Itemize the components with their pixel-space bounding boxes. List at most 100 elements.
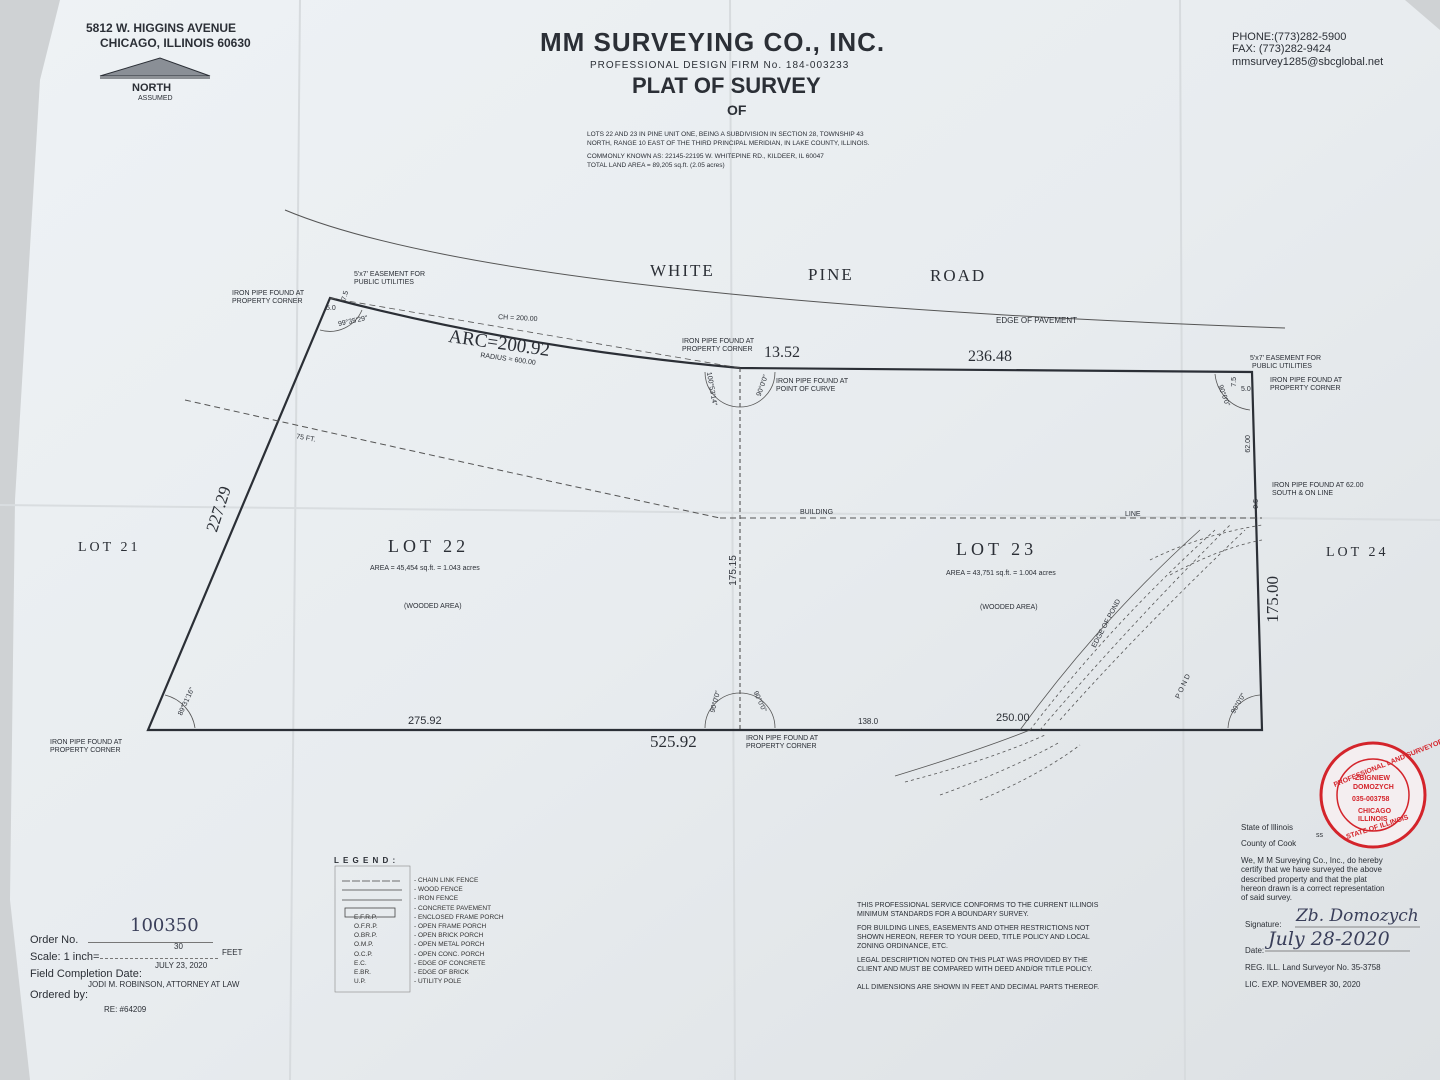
dim-525-92: 525.92	[650, 732, 697, 751]
pipe-ne-1: IRON PIPE FOUND AT	[1270, 377, 1343, 384]
signature-label: Signature:	[1245, 920, 1282, 929]
pipe-nw-1: IRON PIPE FOUND AT	[232, 290, 305, 297]
plat-of: OF	[727, 102, 747, 118]
date-value: July 28-2020	[1268, 928, 1390, 950]
cert-line-2: certify that we have surveyed the above	[1241, 865, 1382, 874]
lot-22-area: AREA = 45,454 sq.ft. = 1.043 acres	[370, 565, 480, 572]
legend-abbr: O.C.P.	[354, 950, 373, 958]
cert-line-4: hereon drawn is a correct representation	[1241, 884, 1385, 893]
easement-right-1: 5'x7' EASEMENT FOR	[1250, 355, 1322, 362]
legend-text: - CHAIN LINK FENCE	[414, 877, 479, 884]
dim-275-92: 275.92	[408, 715, 442, 727]
legend-item: - CHAIN LINK FENCE	[340, 877, 478, 884]
reg-number: REG. ILL. Land Surveyor No. 35-3758	[1245, 963, 1381, 972]
seal-name-1: ZBIGNIEW	[1355, 775, 1390, 782]
pipe-curve-2: POINT OF CURVE	[776, 386, 836, 393]
pipe-mid-1: IRON PIPE FOUND AT	[682, 338, 755, 345]
angle-arc	[1214, 373, 1251, 411]
legend-item: O.BR.P. - OPEN BRICK PORCH	[340, 932, 483, 939]
note-1: THIS PROFESSIONAL SERVICE CONFORMS TO TH…	[857, 902, 1099, 909]
north-arrow-icon	[99, 57, 211, 77]
ordered-by-value: JODI M. ROBINSON, ATTORNEY AT LAW	[88, 980, 240, 989]
pipe-mid-2: PROPERTY CORNER	[682, 346, 753, 353]
cert-line-5: of said survey.	[1241, 893, 1292, 902]
setback-curve	[184, 399, 721, 519]
legend-text: - UTILITY POLE	[414, 978, 462, 986]
scale-label: Scale: 1 inch=	[30, 951, 100, 963]
lot-22-label: LOT 22	[388, 536, 470, 556]
note-4: SHOWN HEREON, REFER TO YOUR DEED, TITLE …	[857, 934, 1090, 941]
legend-text: - OPEN METAL PORCH	[414, 941, 485, 949]
scale-unit: FEET	[222, 948, 243, 957]
legend-abbr: O.BR.P.	[354, 932, 378, 940]
legend-symbols	[342, 880, 402, 918]
note-6: LEGAL DESCRIPTION NOTED ON THIS PLAT WAS…	[857, 957, 1088, 964]
cert-county: County of Cook	[1241, 839, 1297, 848]
legend-text: - OPEN BRICK PORCH	[414, 932, 484, 940]
pipe-sw-1: IRON PIPE FOUND AT	[50, 739, 123, 746]
legal-desc-1: LOTS 22 AND 23 IN PINE UNIT ONE, BEING A…	[587, 131, 864, 138]
company-address-2: CHICAGO, ILLINOIS 60630	[100, 36, 251, 50]
dim-7-5-right: 7.5	[1231, 376, 1239, 387]
legend-text: - CONCRETE PAVEMENT	[414, 904, 492, 912]
legend-text: - OPEN CONC. PORCH	[414, 950, 485, 958]
pipe-ne-2: PROPERTY CORNER	[1270, 385, 1341, 392]
legend-item: - IRON FENCE	[340, 895, 458, 902]
building-label: BUILDING	[800, 509, 834, 516]
seal-number: 035-003758	[1352, 796, 1390, 803]
easement-left-1: 5'x7' EASEMENT FOR	[354, 271, 426, 278]
pipe-curve-1: IRON PIPE FOUND AT	[776, 378, 849, 385]
cert-line-1: We, M M Surveying Co., Inc., do hereby	[1241, 856, 1383, 865]
note-3: FOR BUILDING LINES, EASEMENTS AND OTHER …	[857, 925, 1090, 932]
angle-arc	[319, 309, 363, 332]
fax: FAX: (773)282-9424	[1232, 43, 1332, 55]
date-label: Date:	[1245, 946, 1265, 955]
legend-text: - WOOD FENCE	[414, 886, 463, 894]
legend-item: U.P.- UTILITY POLE	[340, 978, 461, 985]
re-number: RE: #64209	[104, 1005, 147, 1014]
email: mmsurvey1285@sbcglobal.net	[1232, 56, 1384, 68]
seal-city-2: ILLINOIS	[1358, 816, 1388, 823]
phone: PHONE:(773)282-5900	[1232, 31, 1347, 43]
order-value: 100350	[130, 915, 199, 936]
legal-desc-4: TOTAL LAND AREA = 89,205 sq.ft. (2.05 ac…	[587, 162, 725, 169]
scale-underline	[100, 958, 218, 959]
paper	[10, 0, 1440, 1080]
line-label: LINE	[1125, 511, 1141, 518]
legend-item: O.M.P. - OPEN METAL PORCH	[340, 941, 484, 948]
legend-text: - ENCLOSED FRAME PORCH	[414, 913, 504, 921]
cert-state: State of Illinois	[1241, 823, 1294, 832]
angle-arc	[704, 692, 776, 729]
pipe-62-2: SOUTH & ON LINE	[1272, 490, 1334, 497]
legend-item: E.BR.- EDGE OF BRICK	[340, 969, 469, 976]
plat-title: PLAT OF SURVEY	[632, 73, 821, 98]
scale-value: 30	[174, 942, 183, 951]
pipe-sw-2: PROPERTY CORNER	[50, 747, 121, 754]
signature-value: Zb. Domozych	[1296, 906, 1419, 926]
fold-line	[289, 0, 301, 1080]
legend-title: L E G E N D :	[334, 856, 397, 865]
pipe-smid-1: IRON PIPE FOUND AT	[746, 735, 819, 742]
legend-item: - WOOD FENCE	[340, 886, 463, 893]
fold-line	[1179, 0, 1186, 1080]
note-8: ALL DIMENSIONS ARE SHOWN IN FEET AND DEC…	[857, 984, 1100, 991]
north-assumed: ASSUMED	[138, 95, 173, 102]
seal-name-2: DOMOZYCH	[1353, 784, 1394, 791]
lot-22-wooded: (WOODED AREA)	[404, 603, 462, 610]
lot-23-wooded: (WOODED AREA)	[980, 604, 1038, 611]
legend-abbr: E.BR.	[354, 969, 371, 976]
legend-abbr: O.M.P.	[354, 941, 374, 949]
angle-arc	[704, 371, 776, 408]
dim-5-0-right: 5.0	[1241, 386, 1251, 393]
note-7: CLIENT AND MUST BE COMPARED WITH DEED AN…	[857, 966, 1093, 973]
road-word-1: WHITE	[650, 261, 715, 280]
company-address-1: 5812 W. HIGGINS AVENUE	[86, 21, 237, 35]
dim-0-5: 0.5	[1253, 498, 1261, 509]
firm-number: PROFESSIONAL DESIGN FIRM No. 184-003233	[590, 60, 850, 71]
lot-23-label: LOT 23	[956, 539, 1038, 559]
legend-item: E.F.R.P.- ENCLOSED FRAME PORCH	[340, 914, 504, 921]
dim-138-0: 138.0	[858, 717, 879, 726]
cert-line-3: described property and that the plat	[1241, 875, 1367, 884]
